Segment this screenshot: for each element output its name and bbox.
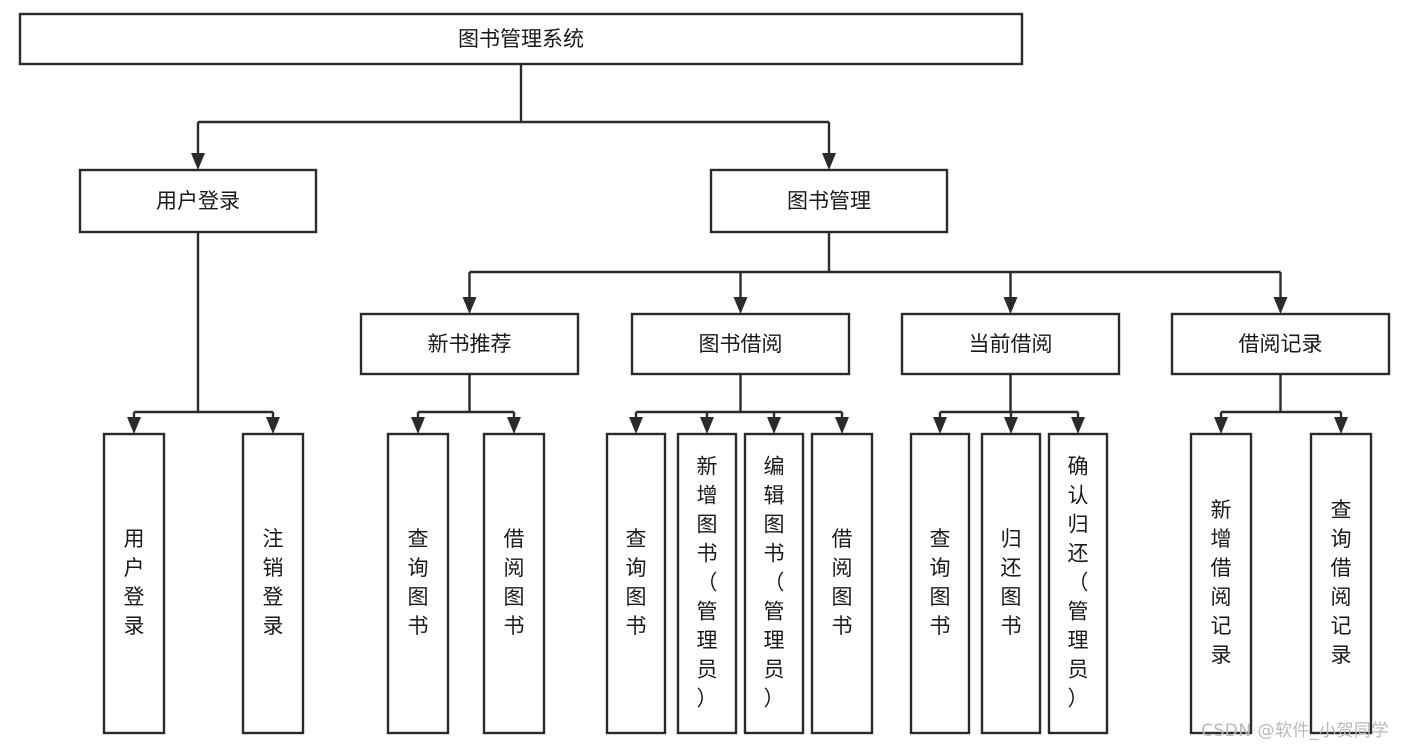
node-book-borrow[interactable]: 图书借阅: [630, 312, 851, 376]
node-root-rect: [18, 12, 1024, 66]
node-current-borrow[interactable]: 当前借阅: [900, 312, 1121, 376]
edge-arrowhead: [733, 297, 748, 314]
edge-arrowhead: [1004, 417, 1018, 434]
edge-arrowhead: [835, 417, 849, 434]
node-leaf-confirm-return[interactable]: 确认归还（管理员）: [1047, 432, 1109, 735]
node-new-book-recommend-rect: [359, 312, 580, 376]
edge-arrowhead: [127, 417, 141, 434]
node-leaf-query-record-label: 查询借阅记录: [1331, 498, 1352, 667]
node-leaf-add-record[interactable]: 新增借阅记录: [1189, 432, 1253, 735]
edges-layer: [127, 64, 1348, 434]
node-leaf-borrow-book-1[interactable]: 借阅图书: [482, 432, 546, 735]
node-leaf-user-login[interactable]: 用户登录: [102, 432, 166, 735]
edge-arrowhead: [1003, 297, 1018, 314]
node-current-borrow-label: 当前借阅: [969, 332, 1053, 356]
node-leaf-edit-book-label: 编辑图书（管理员）: [764, 455, 785, 711]
edge-arrowhead: [411, 417, 425, 434]
node-borrow-record-label: 借阅记录: [1239, 332, 1323, 356]
node-leaf-edit-book-rect: [743, 432, 805, 735]
node-leaf-query-book-3[interactable]: 查询图书: [909, 432, 971, 735]
edge-arrowhead: [1071, 417, 1085, 434]
node-borrow-record-rect: [1170, 312, 1391, 376]
node-book-borrow-rect: [630, 312, 851, 376]
node-user-login-rect: [78, 168, 318, 234]
node-leaf-confirm-return-label: 确认归还（管理员）: [1068, 455, 1089, 711]
edge-arrowhead: [266, 417, 280, 434]
node-leaf-confirm-return-rect: [1047, 432, 1109, 735]
node-leaf-add-record-rect: [1189, 432, 1253, 735]
node-leaf-user-logout-label: 注销登录: [263, 527, 284, 638]
node-book-manage-label: 图书管理: [787, 189, 871, 213]
node-book-manage[interactable]: 图书管理: [709, 168, 949, 234]
edge-arrowhead: [767, 417, 781, 434]
node-leaf-return-book-label: 归还图书: [1001, 527, 1022, 638]
edge-arrowhead: [507, 417, 521, 434]
edge-arrowhead: [191, 153, 205, 170]
node-leaf-add-book-label: 新增图书（管理员）: [697, 455, 718, 711]
node-leaf-query-book-1[interactable]: 查询图书: [386, 432, 450, 735]
node-leaf-add-book-rect: [676, 432, 738, 735]
edge-arrowhead: [933, 417, 947, 434]
node-leaf-user-login-rect: [102, 432, 166, 735]
edge-arrowhead: [822, 153, 836, 170]
node-new-book-recommend-label: 新书推荐: [428, 332, 512, 356]
node-current-borrow-rect: [900, 312, 1121, 376]
node-book-manage-rect: [709, 168, 949, 234]
node-leaf-borrow-book-1-label: 借阅图书: [504, 527, 525, 638]
node-leaf-edit-book[interactable]: 编辑图书（管理员）: [743, 432, 805, 735]
node-user-login[interactable]: 用户登录: [78, 168, 318, 234]
node-leaf-query-record[interactable]: 查询借阅记录: [1309, 432, 1373, 735]
node-leaf-return-book[interactable]: 归还图书: [980, 432, 1042, 735]
edge-arrowhead: [700, 417, 714, 434]
node-leaf-user-logout-rect: [241, 432, 305, 735]
node-leaf-borrow-book-1-rect: [482, 432, 546, 735]
node-leaf-query-book-1-rect: [386, 432, 450, 735]
nodes-layer: 图书管理系统用户登录图书管理新书推荐图书借阅当前借阅借阅记录用户登录注销登录查询…: [18, 12, 1391, 735]
edge-arrowhead: [629, 417, 643, 434]
node-leaf-return-book-rect: [980, 432, 1042, 735]
node-leaf-add-book[interactable]: 新增图书（管理员）: [676, 432, 738, 735]
node-leaf-add-record-label: 新增借阅记录: [1211, 498, 1232, 667]
node-leaf-borrow-book-2[interactable]: 借阅图书: [810, 432, 874, 735]
node-book-borrow-label: 图书借阅: [699, 332, 783, 356]
node-leaf-query-book-3-rect: [909, 432, 971, 735]
node-leaf-borrow-book-2-label: 借阅图书: [832, 527, 853, 638]
node-leaf-query-book-2-rect: [605, 432, 667, 735]
node-leaf-borrow-book-2-rect: [810, 432, 874, 735]
node-leaf-user-logout[interactable]: 注销登录: [241, 432, 305, 735]
edge-arrowhead: [462, 297, 477, 314]
edge-arrowhead: [1334, 417, 1348, 434]
node-borrow-record[interactable]: 借阅记录: [1170, 312, 1391, 376]
edge-arrowhead: [1273, 297, 1288, 314]
node-leaf-user-login-label: 用户登录: [124, 527, 145, 638]
node-leaf-query-book-1-label: 查询图书: [408, 527, 429, 638]
node-root-label: 图书管理系统: [458, 27, 584, 51]
node-user-login-label: 用户登录: [156, 189, 240, 213]
node-root[interactable]: 图书管理系统: [18, 12, 1024, 66]
edge-arrowhead: [1214, 417, 1228, 434]
node-leaf-query-book-2[interactable]: 查询图书: [605, 432, 667, 735]
node-new-book-recommend[interactable]: 新书推荐: [359, 312, 580, 376]
node-leaf-query-book-2-label: 查询图书: [626, 527, 647, 638]
node-leaf-query-record-rect: [1309, 432, 1373, 735]
node-leaf-query-book-3-label: 查询图书: [930, 527, 951, 638]
